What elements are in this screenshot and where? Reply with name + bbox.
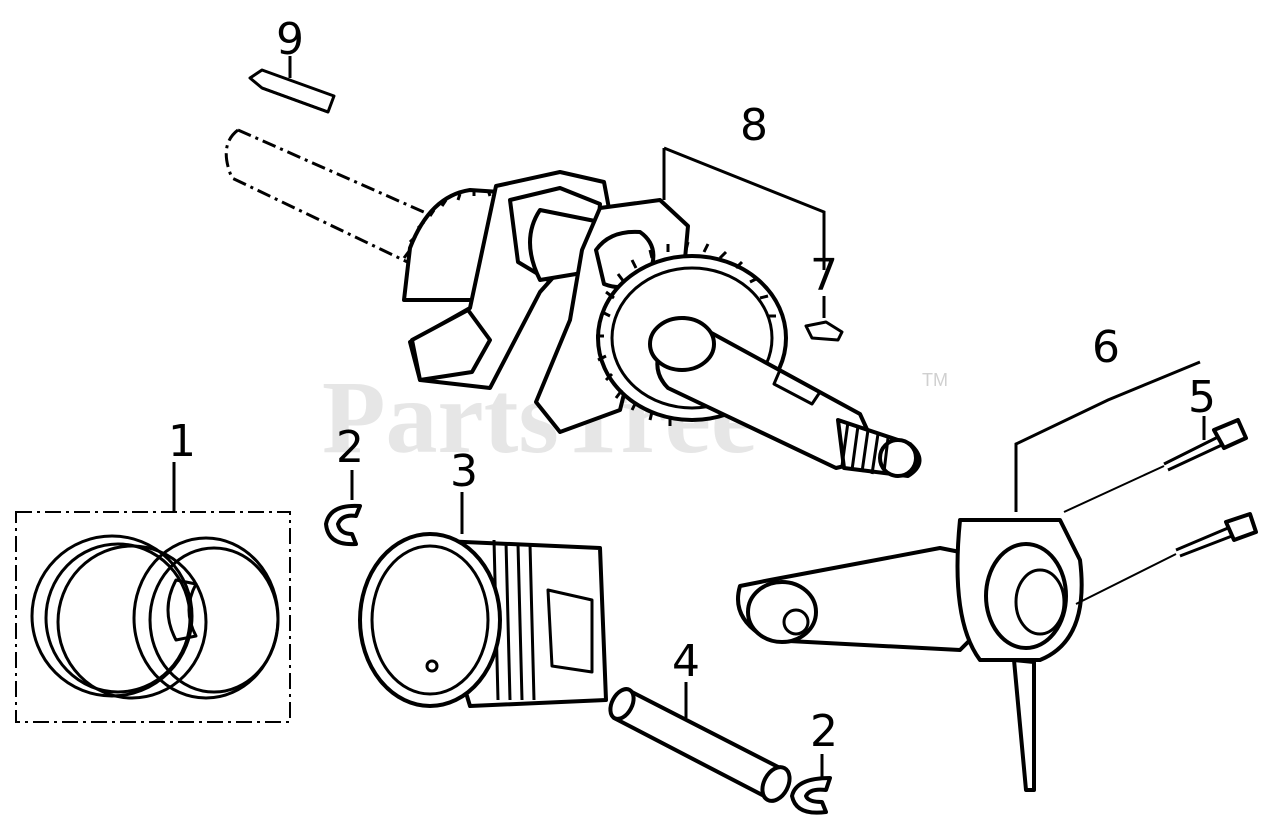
- part-1-box: [15, 511, 291, 723]
- callout-5: 5: [1188, 372, 1216, 423]
- callout-1: 1: [168, 416, 196, 467]
- part-5-bolt-upper[interactable]: [1163, 418, 1248, 472]
- part-9-key[interactable]: [248, 68, 336, 114]
- part-7-key[interactable]: [804, 320, 844, 342]
- part-5-bolt-lower[interactable]: [1175, 512, 1258, 558]
- callout-4: 4: [672, 636, 700, 687]
- part-2-circlip-lower[interactable]: [790, 776, 832, 815]
- part-2-circlip-upper[interactable]: [324, 503, 362, 547]
- callout-2-lower: 2: [810, 706, 838, 757]
- callout-7: 7: [810, 250, 838, 301]
- bolt-lower-guide: [1075, 553, 1177, 605]
- leader-8: [662, 146, 826, 270]
- callout-2-upper: 2: [336, 422, 364, 473]
- callout-3: 3: [450, 446, 478, 497]
- part-1-piston-rings[interactable]: [30, 534, 280, 700]
- callout-6: 6: [1092, 322, 1120, 373]
- leader-6: [1014, 360, 1201, 512]
- bolt-upper-guide: [1063, 465, 1165, 513]
- part-3-piston[interactable]: [358, 532, 608, 708]
- callout-9: 9: [276, 14, 304, 65]
- part-6-connecting-rod[interactable]: [736, 518, 1084, 792]
- part-8-crankshaft[interactable]: [224, 128, 922, 478]
- part-4-piston-pin[interactable]: [606, 685, 795, 805]
- watermark-tm: TM: [922, 370, 948, 390]
- callout-8: 8: [740, 100, 768, 151]
